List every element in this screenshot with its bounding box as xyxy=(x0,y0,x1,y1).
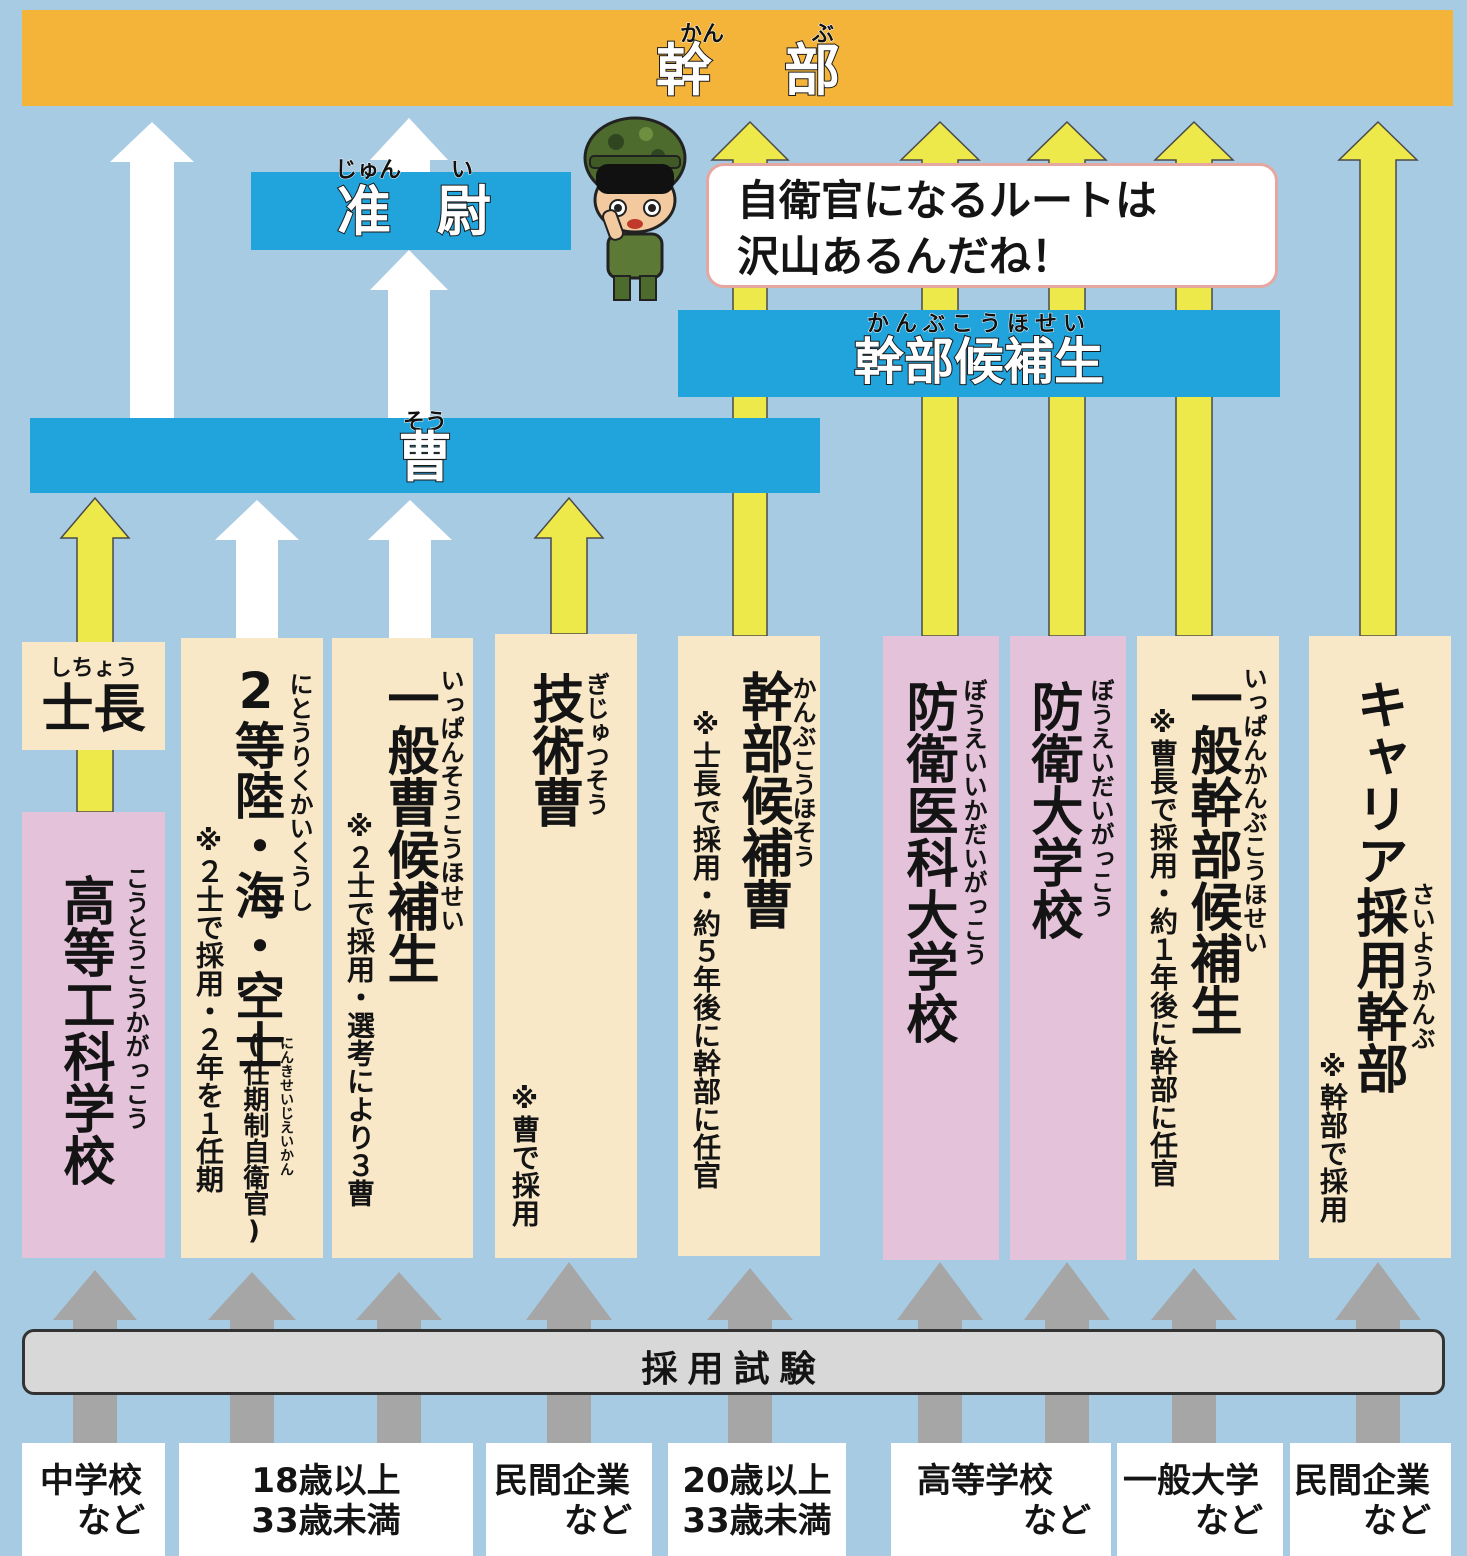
source-line-1: 20歳以上 xyxy=(682,1461,832,1501)
box-career: キャリア採用幹部 さいようかんぶ ※幹部で採用 xyxy=(1309,636,1451,1258)
ippan-kanbu-note: ※曹長で採用・約１年後に幹部に任官 xyxy=(1146,706,1179,1187)
shicho-label: 士長 xyxy=(41,680,146,740)
source-box: 民間企業 など xyxy=(1290,1443,1451,1556)
kanbu-kohosou-label: 幹部候補曹 xyxy=(732,670,792,930)
officer-bar: かん ぶ 幹 部 xyxy=(22,10,1453,106)
source-line-2: など xyxy=(1195,1501,1263,1541)
koto-kogaku-label: 高等工科学校 xyxy=(54,874,114,1186)
source-box: 一般大学 など xyxy=(1117,1443,1283,1556)
soldier-mascot-icon xyxy=(583,116,687,301)
kanbu-kohosou-note: ※士長で採用・約５年後に幹部に任官 xyxy=(689,708,722,1189)
yellow-arrow xyxy=(1337,120,1419,637)
box-kanbu-kohosou: 幹部候補曹 かんぶこうほそう ※士長で採用・約５年後に幹部に任官 xyxy=(678,636,820,1256)
nito-ruby: にとうりくかいくうし xyxy=(285,672,313,912)
ippan-sou-ruby: いっぱんそうこうほせい xyxy=(436,668,464,932)
white-arrow xyxy=(370,118,448,172)
source-line-1: 高等学校 xyxy=(917,1461,1053,1501)
white-arrows xyxy=(110,118,452,640)
source-line-2: など xyxy=(1363,1501,1431,1541)
recruitment-exam-bar: 採用試験 xyxy=(22,1329,1445,1395)
warrant-officer-bar: じゅん い 准 尉 xyxy=(251,158,571,250)
ippan-kanbu-label: 一般幹部候補生 xyxy=(1181,672,1241,1036)
sergeant-bar: そう 曹 xyxy=(30,410,820,493)
nito-suffix: (任期制自衛官) xyxy=(239,1030,269,1246)
officer-candidate-title: 幹部候補生 xyxy=(853,333,1105,391)
officer-candidate-ruby: かんぶこうほせい xyxy=(866,312,1091,338)
source-line-2: など xyxy=(1023,1501,1091,1541)
white-arrow xyxy=(368,500,452,640)
speech-line-1: 自衛官になるルートは xyxy=(737,176,1158,225)
source-line-2: 33歳未満 xyxy=(251,1501,401,1541)
box-bouei-ika: 防衛医科大学校 ぼうえいいかだいがっこう xyxy=(883,636,999,1260)
source-line-1: 中学校 xyxy=(40,1461,142,1501)
speech-line-2: 沢山あるんだね！ xyxy=(737,232,1074,281)
recruitment-exam-label: 採用試験 xyxy=(641,1349,826,1390)
gijutsu-note: ※曹で採用 xyxy=(508,1082,541,1227)
box-gijutsu: 技術曹 ぎじゅつそう ※曹で採用 xyxy=(495,634,637,1258)
source-box: 高等学校 など xyxy=(891,1443,1111,1556)
source-line-2: など xyxy=(564,1501,632,1541)
bouei-ika-ruby: ぼうえいいかだいがっこう xyxy=(959,678,987,966)
source-line-1: 民間企業 xyxy=(1294,1461,1430,1501)
white-arrow xyxy=(215,500,299,640)
nito-label: 2等陸・海・空士 xyxy=(227,662,285,1070)
ippan-kanbu-ruby: いっぱんかんぶこうほせい xyxy=(1239,666,1267,954)
source-box: 18歳以上 33歳未満 xyxy=(179,1443,473,1556)
sergeant-title: 曹 xyxy=(397,426,453,489)
career-label: キャリア採用幹部 xyxy=(1347,678,1407,1094)
box-koto-kogaku: 高等工科学校 こうとうこうかがっこう xyxy=(22,812,165,1258)
source-line-2: 33歳未満 xyxy=(682,1501,832,1541)
ippan-sou-label: 一般曹候補生 xyxy=(378,672,438,984)
nito-suffix-ruby: にんきせいじえいかん xyxy=(278,1036,294,1176)
shicho-ruby: しちょう xyxy=(49,656,138,681)
white-arrow xyxy=(370,250,448,420)
white-arrow xyxy=(110,122,194,420)
officer-candidate-bar: かんぶこうほせい 幹部候補生 xyxy=(678,310,1280,397)
box-shicho: しちょう 士長 xyxy=(22,642,165,750)
career-ruby: さいようかんぶ xyxy=(1407,882,1435,1050)
gijutsu-ruby: ぎじゅつそう xyxy=(581,672,609,816)
koto-kogaku-ruby: こうとうこうかがっこう xyxy=(121,866,149,1130)
box-nito: 2等陸・海・空士 にとうりくかいくうし (任期制自衛官) にんきせいじえいかん … xyxy=(181,638,323,1258)
source-line-2: など xyxy=(77,1501,145,1541)
speech-bubble: 自衛官になるルートは 沢山あるんだね！ xyxy=(706,163,1278,288)
gijutsu-label: 技術曹 xyxy=(523,672,583,828)
source-box: 民間企業 など xyxy=(486,1443,652,1556)
source-line-1: 一般大学 xyxy=(1123,1461,1259,1501)
box-bouei-dai: 防衛大学校 ぼうえいだいがっこう xyxy=(1010,636,1126,1260)
nito-note: ※２士で採用・２年を１任期 xyxy=(192,824,225,1193)
box-ippan-kanbu: 一般幹部候補生 いっぱんかんぶこうほせい ※曹長で採用・約１年後に幹部に任官 xyxy=(1137,636,1279,1260)
bouei-dai-ruby: ぼうえいだいがっこう xyxy=(1086,678,1114,918)
source-line-1: 民間企業 xyxy=(494,1461,630,1501)
ippan-sou-note: ※２士で採用・選考により３曹 xyxy=(343,810,376,1207)
sergeant-ruby: そう xyxy=(402,410,447,436)
source-box: 20歳以上 33歳未満 xyxy=(668,1443,846,1556)
source-box: 中学校 など xyxy=(22,1443,165,1556)
kanbu-kohosou-ruby: かんぶこうほそう xyxy=(788,676,816,868)
source-line-1: 18歳以上 xyxy=(251,1461,401,1501)
bouei-ika-label: 防衛医科大学校 xyxy=(897,680,957,1044)
yellow-arrow xyxy=(533,496,605,635)
career-note: ※幹部で採用 xyxy=(1316,1050,1349,1223)
box-ippan-sou: 一般曹候補生 いっぱんそうこうほせい ※２士で採用・選考により３曹 xyxy=(332,638,473,1258)
bouei-dai-label: 防衛大学校 xyxy=(1022,680,1082,940)
